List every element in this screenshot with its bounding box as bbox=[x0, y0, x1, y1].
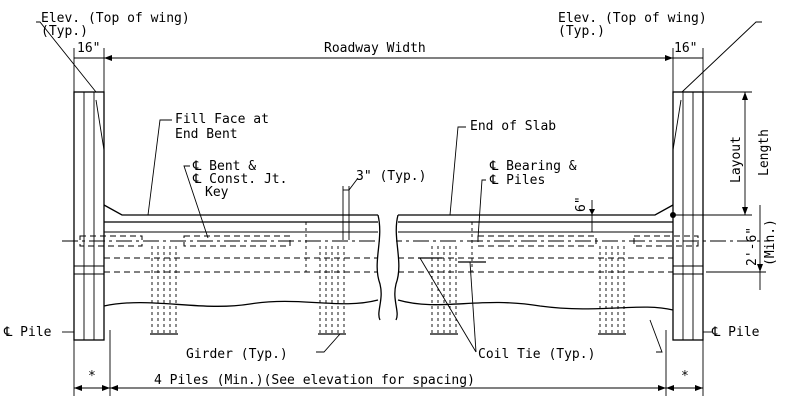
piles bbox=[150, 246, 626, 335]
bearing-line2: ℄ Piles bbox=[489, 173, 545, 188]
left-wing bbox=[73, 91, 105, 341]
layout-line1: Layout bbox=[729, 136, 744, 183]
dim-16-right: 16" bbox=[674, 41, 697, 56]
pile-left-label: ℄ Pile bbox=[3, 325, 52, 340]
dim-16-left: 16" bbox=[77, 41, 100, 56]
girder-label: Girder (Typ.) bbox=[186, 347, 288, 362]
dim-6in-label: 6" bbox=[574, 196, 589, 212]
bearing-line1: ℄ Bearing & bbox=[489, 159, 577, 174]
break-lines bbox=[376, 205, 400, 345]
elev-left-line1: Elev. (Top of wing) bbox=[41, 11, 190, 26]
roadway-width-label: Roadway Width bbox=[324, 41, 426, 56]
coil-tie-label: Coil Tie (Typ.) bbox=[478, 347, 595, 362]
labels: Elev. (Top of wing) (Typ.) Elev. (Top of… bbox=[3, 11, 778, 388]
pile-right-label: ℄ Pile bbox=[711, 325, 760, 340]
bent-line3: Key bbox=[205, 185, 229, 200]
layout-line2: Length bbox=[757, 129, 772, 176]
bent-line1: ℄ Bent & bbox=[192, 159, 256, 174]
slab-and-cap bbox=[79, 204, 699, 311]
coil-tie-marks bbox=[418, 257, 486, 263]
pile-1 bbox=[150, 246, 178, 335]
dim-min-label: (Min.) bbox=[763, 219, 778, 266]
star-right: * bbox=[681, 369, 689, 384]
typ-3in-label: 3" (Typ.) bbox=[356, 169, 426, 184]
dim-2-6-label: 2'-6" bbox=[745, 227, 760, 266]
elev-left-line2: (Typ.) bbox=[41, 24, 88, 39]
right-wing bbox=[672, 91, 704, 341]
star-left: * bbox=[88, 369, 96, 384]
fill-face-line1: Fill Face at bbox=[175, 112, 269, 127]
end-of-slab-label: End of Slab bbox=[470, 119, 556, 134]
leaders bbox=[147, 119, 663, 353]
pile-4 bbox=[598, 246, 626, 335]
pile-2 bbox=[318, 246, 346, 335]
elev-right-line1: Elev. (Top of wing) bbox=[558, 11, 707, 26]
pile-3 bbox=[430, 246, 458, 335]
elev-right-line2: (Typ.) bbox=[558, 24, 605, 39]
dimensions bbox=[36, 21, 766, 396]
bent-line2: ℄ Const. Jt. bbox=[192, 172, 287, 187]
piles-min-label: 4 Piles (Min.)(See elevation for spacing… bbox=[154, 373, 475, 388]
fill-face-line2: End Bent bbox=[175, 127, 238, 142]
